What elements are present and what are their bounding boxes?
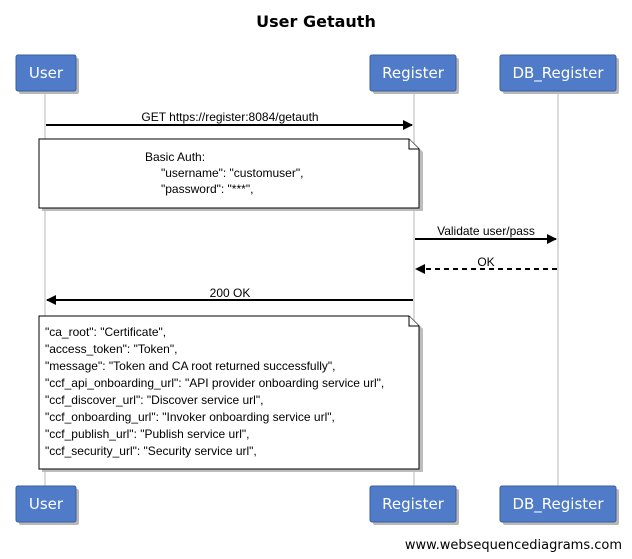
note-line: "ccf_api_onboarding_url": "API provider … [45,376,384,390]
note-response-body: "ca_root": "Certificate", "access_token"… [38,315,423,472]
actor-user-top: User [15,54,79,94]
note-basic-auth: Basic Auth: "username": "customuser", "p… [38,138,423,211]
note-line: "access_token": "Token", [45,342,177,356]
actor-db-register-top: DB_Register [499,54,619,94]
note-line: "username": "customuser", [161,166,303,180]
actor-label: Register [382,64,445,82]
message-label: OK [477,255,494,269]
actor-label: User [29,64,64,82]
message-get-getauth: GET https://register:8084/getauth [46,110,413,130]
actor-label: DB_Register [512,495,604,514]
actor-label: User [29,495,64,513]
message-validate: Validate user/pass [415,224,557,244]
note-line: "message": "Token and CA root returned s… [45,359,336,373]
footer-watermark: www.websequencediagrams.com [405,538,622,553]
note-line: "ccf_onboarding_url": "Invoker onboardin… [45,410,335,424]
diagram-title: User Getauth [256,12,376,31]
note-line: "ccf_publish_url": "Publish service url"… [45,427,249,441]
message-200-ok: 200 OK [46,286,413,305]
note-line: "ccf_discover_url": "Discover service ur… [45,393,263,407]
actor-register-top: Register [369,54,459,94]
note-line: "password": "***", [161,182,253,196]
note-line: "ca_root": "Certificate", [45,325,166,339]
actor-register-bottom: Register [369,485,459,525]
actor-user-bottom: User [15,485,79,525]
actor-label: DB_Register [512,64,604,83]
note-line: "ccf_security_url": "Security service ur… [45,444,257,458]
actor-db-register-bottom: DB_Register [499,485,619,525]
actor-label: Register [382,495,445,513]
message-label: GET https://register:8084/getauth [141,110,318,124]
note-line: Basic Auth: [145,150,205,164]
message-ok: OK [415,255,557,274]
message-label: 200 OK [210,286,251,300]
message-label: Validate user/pass [437,224,535,238]
